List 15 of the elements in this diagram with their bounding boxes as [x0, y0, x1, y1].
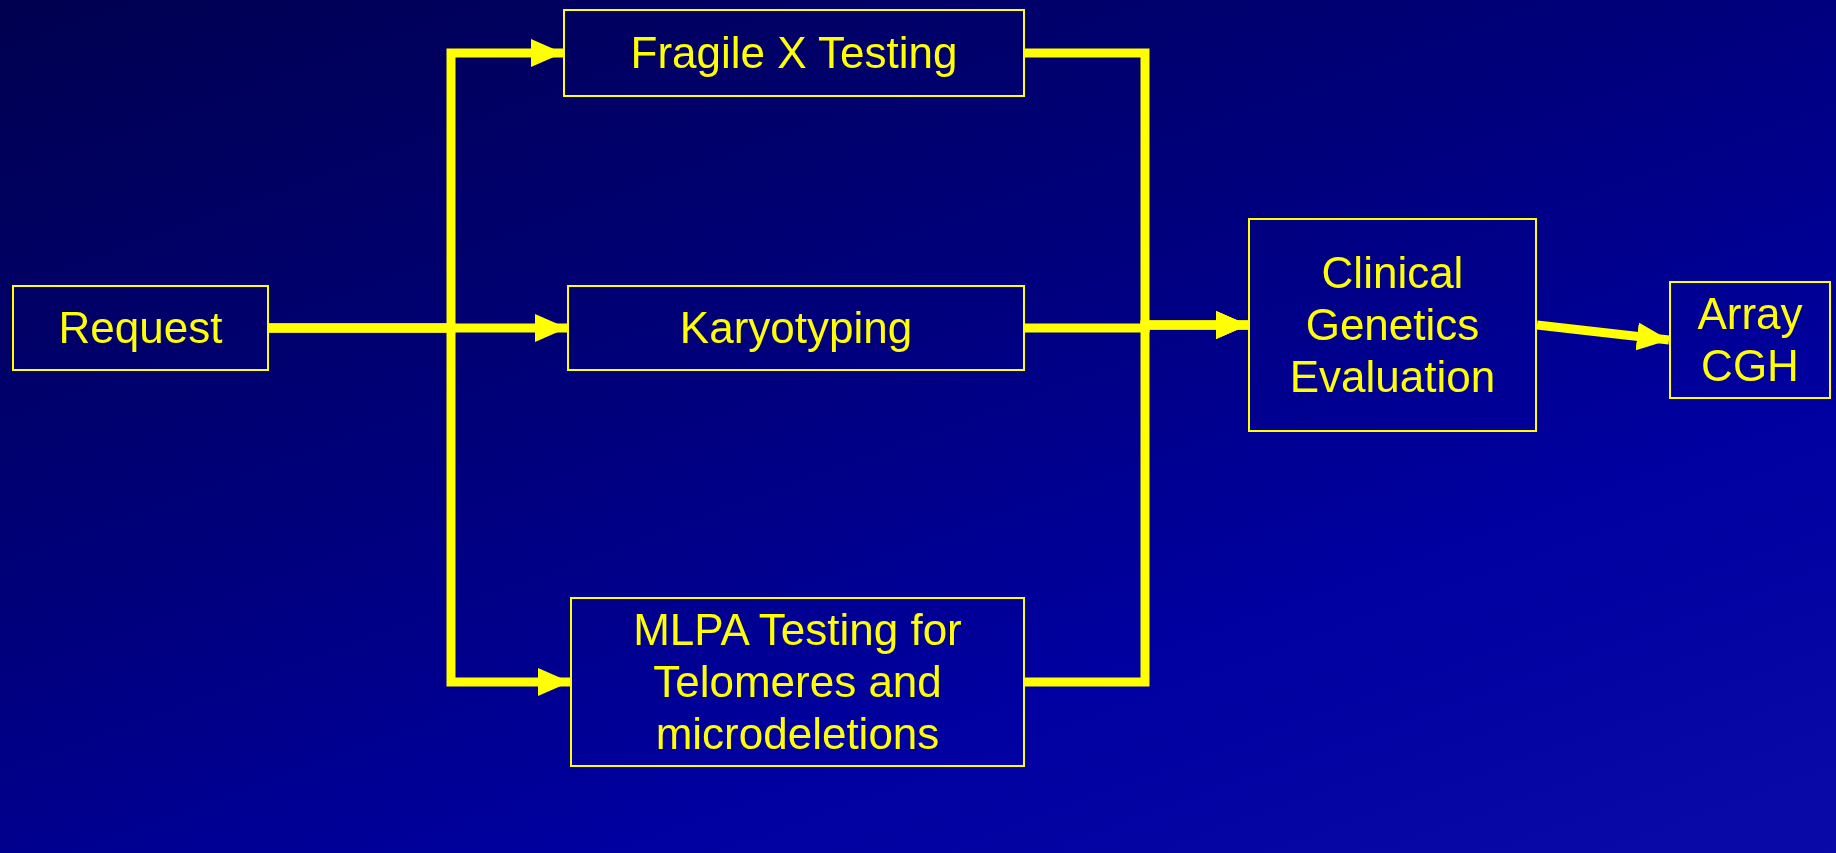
process-box: [1248, 218, 1537, 432]
arrow: [269, 323, 570, 696]
box-label: Array CGH: [1696, 288, 1804, 392]
box-label: Clinical Genetics Evaluation: [1288, 247, 1497, 403]
box-label: Request: [58, 302, 223, 354]
box-label: Fragile X Testing: [630, 27, 958, 79]
arrow: [1025, 311, 1248, 687]
process-box: [570, 597, 1025, 767]
process-box: [567, 285, 1025, 371]
box-label: MLPA Testing for Telomeres and microdeletions: [632, 604, 963, 760]
process-box: [1669, 281, 1831, 399]
process-box: [12, 285, 269, 371]
arrow: [1536, 320, 1670, 351]
process-box: [563, 9, 1025, 97]
box-label: Karyotyping: [679, 302, 913, 354]
